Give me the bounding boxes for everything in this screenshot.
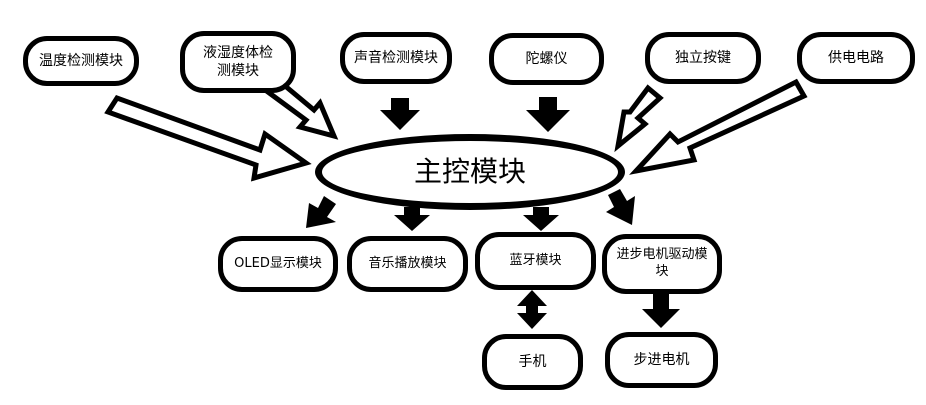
- node-main-controller: 主控模块: [315, 134, 625, 210]
- node-liquid-module: 液湿度体检 测模块: [180, 31, 296, 93]
- node-phone: 手机: [482, 334, 583, 390]
- arrow-bt-phone-bidirectional: [517, 290, 547, 329]
- node-main-label: 主控模块: [413, 154, 526, 188]
- arrow-main-to-music: [394, 207, 430, 231]
- node-bluetooth-label: 蓝牙模块: [509, 252, 562, 268]
- node-music-label: 音乐播放模块: [368, 255, 447, 271]
- node-gyro-label: 陀螺仪: [525, 50, 568, 67]
- arrow-key-to-main: [614, 84, 664, 153]
- node-temperature-module: 温度检测模块: [23, 36, 139, 86]
- node-sound-module: 声音检测模块: [340, 32, 452, 84]
- arrow-driver-to-motor: [642, 293, 680, 328]
- node-driver-module: 进步电机驱动模块: [602, 234, 722, 294]
- node-sound-label: 声音检测模块: [354, 49, 438, 66]
- arrow-main-to-bt: [523, 207, 559, 231]
- arrow-sound-to-main: [380, 98, 420, 130]
- arrow-power-to-main: [629, 78, 808, 175]
- node-gyro-module: 陀螺仪: [489, 33, 604, 85]
- node-oled-module: OLED显示模块: [218, 236, 338, 292]
- node-key-module: 独立按键: [645, 32, 761, 84]
- node-phone-label: 手机: [518, 353, 547, 370]
- node-temperature-label: 温度检测模块: [39, 52, 123, 69]
- node-bluetooth-module: 蓝牙模块: [475, 232, 596, 290]
- arrow-main-to-oled: [306, 196, 336, 228]
- node-liquid-label-line2: 测模块: [217, 63, 259, 79]
- arrow-main-to-driver: [606, 189, 635, 225]
- arrow-temp-to-main: [104, 94, 312, 182]
- arrow-gyro-to-main: [526, 97, 570, 132]
- node-power-label: 供电电路: [828, 49, 884, 66]
- node-key-label: 独立按键: [675, 49, 731, 66]
- node-stepper-motor-label: 步进电机: [633, 351, 690, 368]
- node-stepper-motor: 步进电机: [605, 332, 718, 388]
- node-music-module: 音乐播放模块: [347, 236, 468, 292]
- node-oled-label: OLED显示模块: [234, 255, 322, 271]
- node-driver-label: 进步电机驱动模块: [616, 247, 708, 279]
- node-liquid-label-line1: 液湿度体检: [203, 44, 273, 61]
- node-power-module: 供电电路: [797, 32, 915, 84]
